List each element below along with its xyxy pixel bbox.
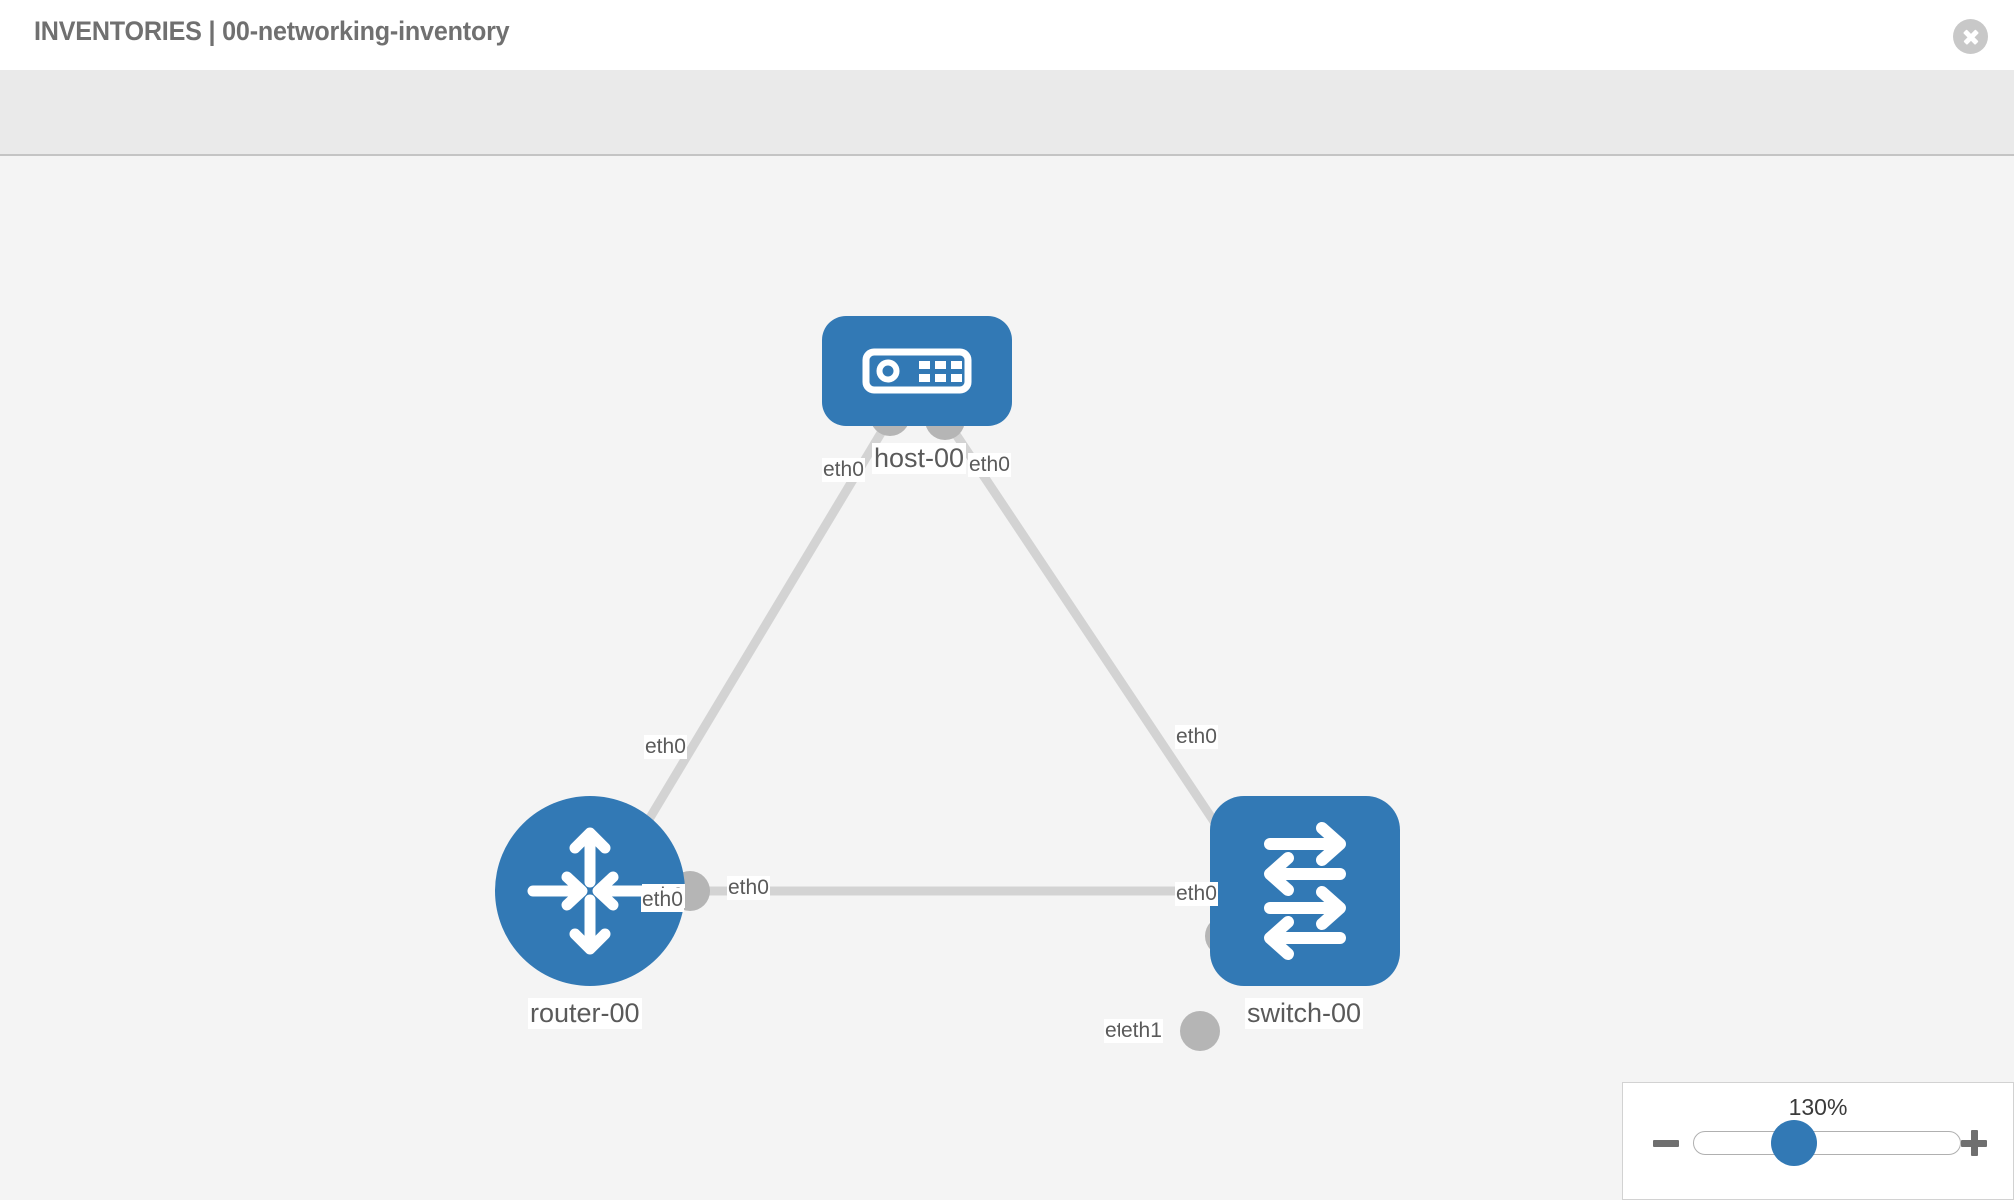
page-header: INVENTORIES | 00-networking-inventory	[0, 0, 2014, 70]
topology-canvas[interactable]: host-00	[0, 156, 2014, 1200]
node-router-00-label: router-00	[528, 998, 642, 1030]
node-switch-00[interactable]	[1210, 796, 1400, 986]
port-label-host-right: eth0	[968, 453, 1011, 478]
port-label-host-left: eth0	[822, 458, 865, 483]
minus-icon[interactable]	[1653, 1130, 1679, 1156]
port-label-router-up: eth0	[641, 888, 684, 913]
topology-nodes-layer: host-00	[0, 156, 2014, 1200]
page-title: INVENTORIES | 00-networking-inventory	[34, 16, 510, 46]
port-label-switch-up: eth0	[1175, 882, 1218, 907]
node-host-00[interactable]	[822, 316, 1012, 426]
node-switch-00-label: switch-00	[1245, 998, 1364, 1030]
switch-arrows-icon	[1264, 822, 1346, 960]
link-host-router	[611, 415, 894, 879]
zoom-level-value: 130%	[1788, 1094, 1848, 1120]
zoom-slider-thumb[interactable]	[1771, 1120, 1817, 1166]
port-label-switch-left: eth1	[1120, 1019, 1163, 1044]
connector-switch-left[interactable]	[1180, 1011, 1220, 1051]
node-host-00-shape	[822, 316, 1012, 426]
close-icon[interactable]	[1953, 19, 1988, 54]
zoom-control-panel: 130%	[1622, 1082, 2014, 1200]
node-switch-00-shape	[1210, 796, 1400, 986]
port-label-router-eth0: eth0	[644, 735, 687, 760]
node-host-00-label: host-00	[872, 443, 967, 475]
link-host-switch	[941, 415, 1241, 859]
port-label-switch-eth0: eth0	[1175, 725, 1218, 750]
zoom-slider-track[interactable]	[1693, 1131, 1961, 1155]
toolbar: ACTIONS SEARCH	[0, 70, 2014, 208]
server-icon	[862, 348, 972, 394]
plus-icon[interactable]	[1961, 1130, 1987, 1156]
router-arrows-icon	[527, 827, 653, 955]
port-label-router-horizontal-eth0: eth0	[727, 876, 770, 901]
